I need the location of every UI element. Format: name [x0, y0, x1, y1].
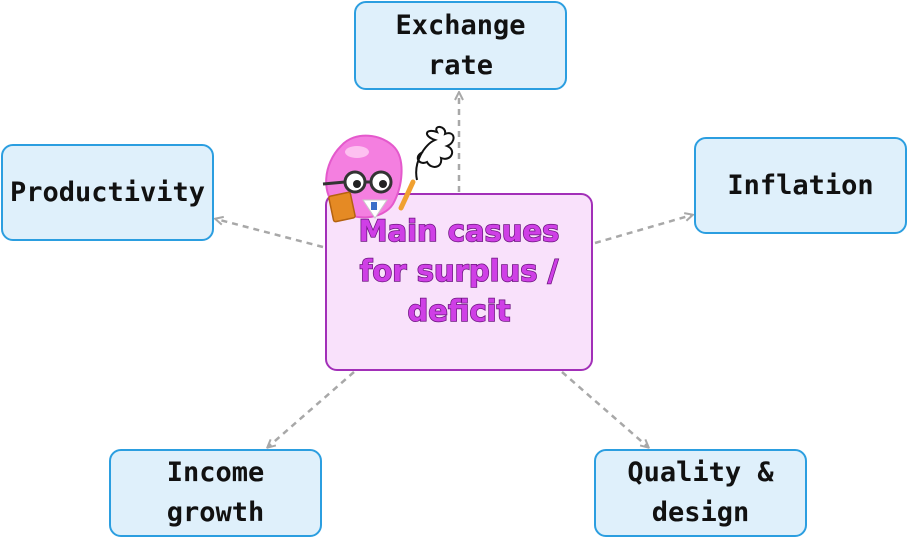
arrow-to-income-growth: [268, 371, 355, 447]
center-node-line-2: for surplus /: [359, 253, 559, 289]
center-node-text: Main casues for surplus / deficit: [327, 211, 591, 331]
center-node-line-3: deficit: [407, 293, 511, 329]
arrow-to-inflation: [594, 215, 692, 245]
node-income-growth-line-1: Income: [166, 457, 265, 488]
node-exchange-rate: Exchange rate: [354, 1, 567, 90]
arrow-to-productivity: [216, 219, 324, 249]
arrow-to-quality-design: [561, 371, 648, 447]
node-inflation-label: Inflation: [727, 169, 874, 201]
node-quality-design: Quality & design: [594, 449, 807, 537]
center-node-line-1: Main casues: [358, 213, 560, 249]
node-income-growth: Income growth: [109, 449, 322, 537]
node-inflation: Inflation: [694, 137, 907, 234]
node-quality-design-line-2: design: [651, 497, 750, 528]
center-node: Main casues for surplus / deficit: [325, 193, 593, 371]
scientist-blob-mascot-icon: [322, 126, 455, 223]
node-exchange-rate-line-2: rate: [427, 49, 493, 81]
node-quality-design-line-1: Quality &: [627, 457, 774, 488]
node-productivity-label: Productivity: [9, 176, 206, 208]
node-productivity: Productivity: [1, 144, 214, 241]
node-income-growth-line-2: growth: [166, 497, 265, 528]
node-exchange-rate-line-1: Exchange: [395, 9, 526, 41]
